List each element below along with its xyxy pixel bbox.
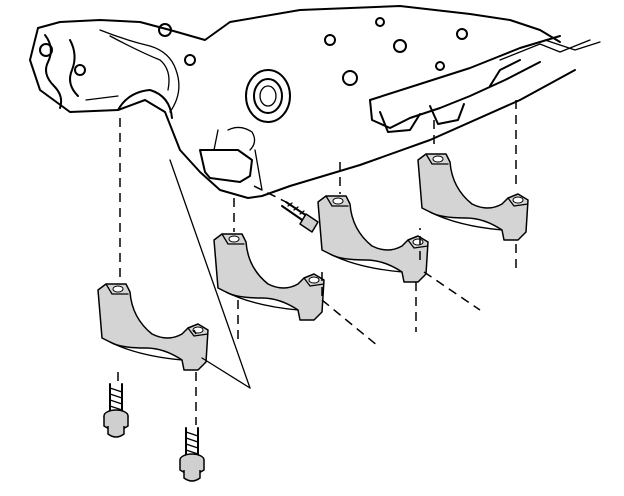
bearing-cap-4 — [417, 153, 529, 241]
side-bolt-icon — [281, 201, 319, 233]
engine-block-icon — [29, 5, 601, 199]
bolt-front-right — [179, 427, 205, 482]
bearing-cap-3 — [317, 195, 429, 283]
bearing-cap-2 — [213, 233, 325, 321]
main-bearing-cap-icon — [97, 153, 529, 371]
alignment-lines — [117, 100, 517, 425]
bearing-cap-1 — [97, 283, 209, 371]
cap-bolt-icon — [103, 383, 205, 482]
bolt-front-left — [103, 383, 129, 438]
